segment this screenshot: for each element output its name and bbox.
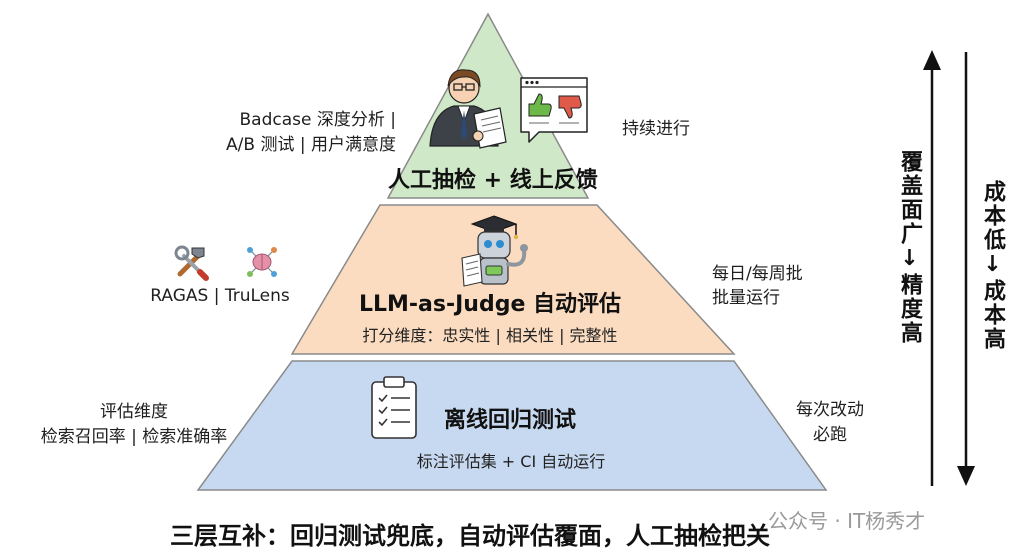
tier-middle-left-label: RAGAS | TruLens xyxy=(150,286,290,306)
clipboard-checklist-icon xyxy=(371,376,417,439)
tier-middle-right-line-2: 批量运行 xyxy=(712,288,780,308)
thumbs-feedback-screen-icon xyxy=(520,77,588,143)
tier-middle-shape xyxy=(290,204,736,355)
tier-bottom-title: 离线回归测试 xyxy=(443,408,576,433)
tier-bottom-right-line-2: 必跑 xyxy=(813,425,847,445)
coverage-precision-arrow xyxy=(923,50,941,486)
brain-network-icon xyxy=(247,247,277,277)
reviewer-person-icon xyxy=(429,69,507,149)
tier-bottom-subtitle: 标注评估集 + CI 自动运行 xyxy=(416,452,606,471)
cost-label: 成本低↓成本高 xyxy=(980,180,1005,351)
tier-middle-title: LLM-as-Judge 自动评估 xyxy=(358,292,622,317)
tier-bottom-left-line-1: 评估维度 xyxy=(100,402,168,422)
tier-middle-subtitle: 打分维度：忠实性 | 相关性 | 完整性 xyxy=(362,326,618,345)
tier-top-left-line-1: Badcase 深度分析 | xyxy=(239,110,397,130)
coverage-precision-label: 覆盖面广↓精度高 xyxy=(897,150,922,345)
tier-top-right-label: 持续进行 xyxy=(622,119,690,139)
tier-bottom-right-line-1: 每次改动 xyxy=(796,400,864,420)
tier-top-title: 人工抽检 + 线上反馈 xyxy=(388,168,598,193)
tier-bottom-shape xyxy=(196,360,828,491)
robot-judge-icon xyxy=(461,215,528,287)
tier-top-left-line-2: A/B 测试 | 用户满意度 xyxy=(226,135,396,155)
cost-arrow xyxy=(957,52,975,486)
tier-middle-right-line-1: 每日/每周批 xyxy=(712,264,803,284)
watermark: 公众号 · IT杨秀才 xyxy=(768,509,926,533)
tools-icon xyxy=(174,245,209,281)
diagram-caption: 三层互补：回归测试兜底，自动评估覆面，人工抽检把关 xyxy=(170,522,770,550)
tier-bottom-left-line-2: 检索召回率 | 检索准确率 xyxy=(40,427,228,447)
